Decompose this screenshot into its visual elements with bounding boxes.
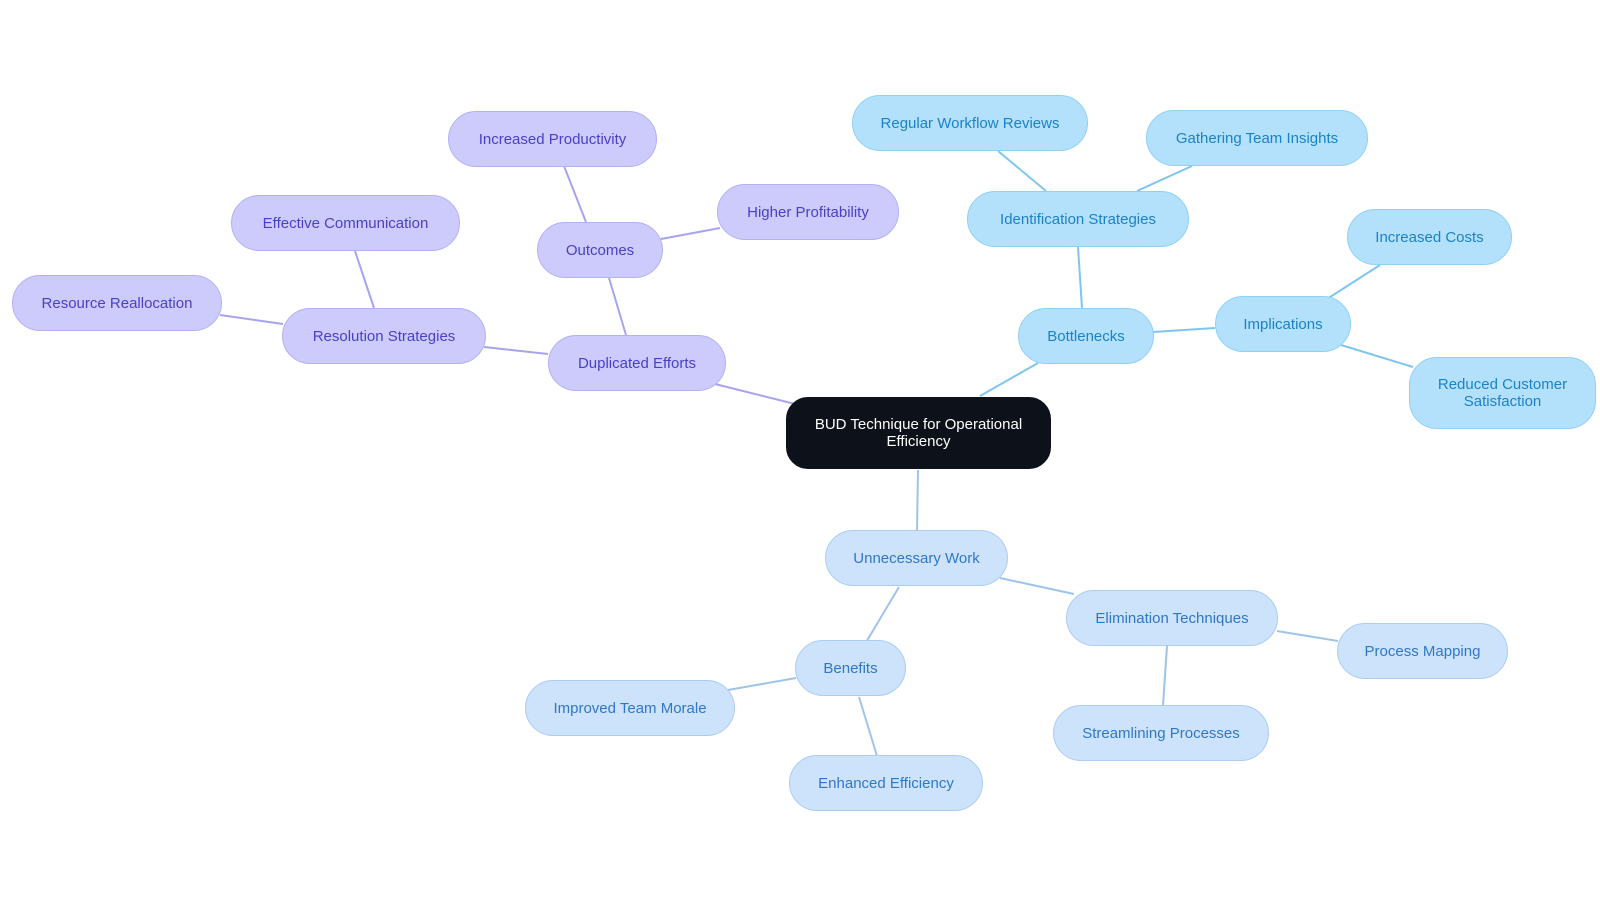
node-effective-communication[interactable]: Effective Communication [231, 195, 460, 251]
edge-root-bottlenecks [979, 362, 1039, 397]
node-benefits[interactable]: Benefits [795, 640, 906, 696]
edge-duplicated-efforts-outcomes [608, 277, 627, 336]
node-higher-profitability[interactable]: Higher Profitability [717, 184, 899, 240]
node-root[interactable]: BUD Technique for Operational Efficiency [786, 397, 1051, 469]
edge-bottlenecks-implications [1152, 327, 1216, 333]
node-enhanced-efficiency[interactable]: Enhanced Efficiency [789, 755, 983, 811]
edge-unnecessary-work-benefits [864, 586, 900, 645]
node-bottlenecks[interactable]: Bottlenecks [1018, 308, 1154, 364]
edge-elimination-process-mapping [1276, 630, 1339, 642]
edge-outcomes-increased-productivity [563, 165, 587, 223]
node-duplicated-efforts[interactable]: Duplicated Efforts [548, 335, 726, 391]
node-unnecessary-work[interactable]: Unnecessary Work [825, 530, 1008, 586]
edge-identification-team-insights [1136, 165, 1193, 192]
node-process-mapping[interactable]: Process Mapping [1337, 623, 1508, 679]
node-regular-workflow-reviews[interactable]: Regular Workflow Reviews [852, 95, 1088, 151]
edge-bottlenecks-identification [1077, 246, 1083, 309]
node-elimination-techniques[interactable]: Elimination Techniques [1066, 590, 1278, 646]
node-outcomes[interactable]: Outcomes [537, 222, 663, 278]
edge-resolution-resource-reallocation [219, 314, 284, 325]
edge-outcomes-higher-profitability [660, 227, 721, 240]
edge-duplicated-efforts-resolution [483, 346, 549, 355]
edge-unnecessary-work-elimination [999, 577, 1075, 595]
edge-root-unnecessary-work [916, 469, 919, 531]
edge-implications-reduced-satisfaction [1340, 344, 1414, 368]
node-increased-productivity[interactable]: Increased Productivity [448, 111, 657, 167]
node-increased-costs[interactable]: Increased Costs [1347, 209, 1512, 265]
edge-root-duplicated-efforts [714, 383, 796, 405]
node-reduced-customer-satisfaction[interactable]: Reduced Customer Satisfaction [1409, 357, 1596, 429]
node-gathering-team-insights[interactable]: Gathering Team Insights [1146, 110, 1368, 166]
edge-implications-increased-costs [1326, 264, 1381, 300]
edge-identification-regular-reviews [997, 150, 1047, 192]
node-implications[interactable]: Implications [1215, 296, 1351, 352]
edge-resolution-effective-communication [354, 250, 375, 309]
edge-elimination-streamlining [1162, 645, 1168, 706]
node-resource-reallocation[interactable]: Resource Reallocation [12, 275, 222, 331]
node-identification-strategies[interactable]: Identification Strategies [967, 191, 1189, 247]
node-resolution-strategies[interactable]: Resolution Strategies [282, 308, 486, 364]
node-improved-team-morale[interactable]: Improved Team Morale [525, 680, 735, 736]
node-streamlining-processes[interactable]: Streamlining Processes [1053, 705, 1269, 761]
edge-benefits-enhanced-efficiency [858, 696, 878, 757]
edge-benefits-improved-morale [727, 677, 797, 691]
